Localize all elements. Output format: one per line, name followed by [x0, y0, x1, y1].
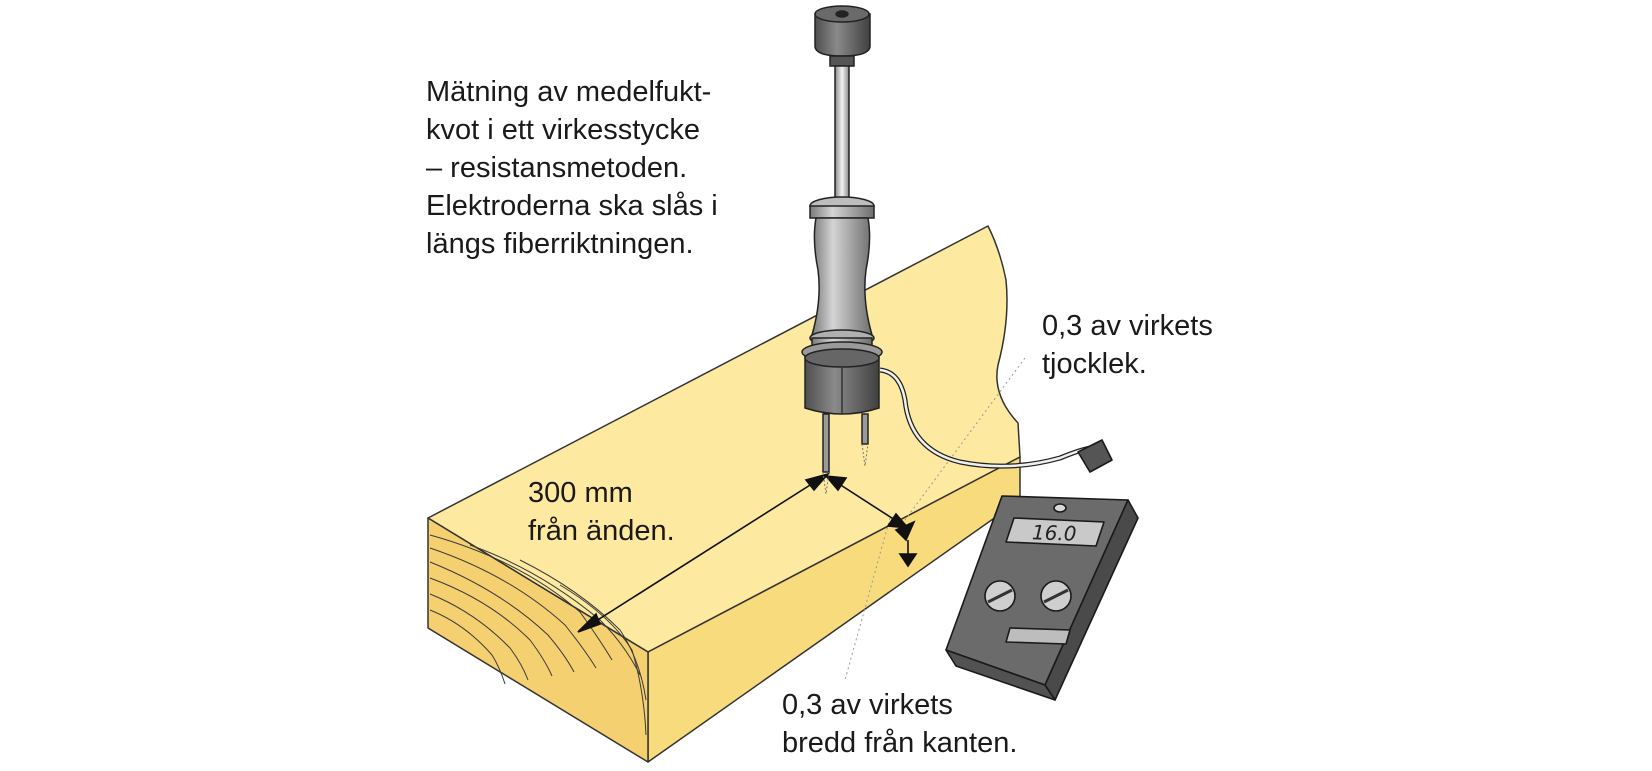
caption-text: Mätning av medelfukt- kvot i ett virkess… [426, 73, 718, 263]
meter-screen [1005, 517, 1105, 547]
end-grain-lines [429, 534, 647, 736]
meter-reading: 16.0 [1032, 520, 1077, 546]
thickness-label-line: 0,3 av virkets [1042, 310, 1213, 342]
width-label-line: bredd från kanten. [782, 727, 1018, 759]
meter-knob-left [984, 580, 1016, 612]
caption-line: Elektroderna ska slås i [426, 190, 718, 222]
meter-led [1053, 503, 1067, 513]
thickness-label-line: tjocklek. [1042, 348, 1147, 380]
length-label: 300 mm från änden. [528, 474, 675, 550]
meter-knob-right [1040, 580, 1072, 612]
arrowhead-left [577, 612, 602, 633]
wood-plank [427, 225, 1021, 763]
electrode-tips [822, 443, 869, 495]
caption-line: – resistansmetoden. [426, 152, 688, 184]
length-label-line: från änden. [528, 515, 675, 547]
meter-plate [1005, 627, 1071, 645]
probe-handle [811, 217, 873, 336]
thickness-label: 0,3 av virkets tjocklek. [1042, 307, 1213, 383]
arrowhead-right [804, 472, 831, 492]
caption-line: längs fiberriktningen. [426, 228, 694, 260]
moisture-probe [801, 5, 883, 473]
width-label: 0,3 av virkets bredd från kanten. [782, 686, 1017, 762]
moisture-meter [945, 439, 1139, 701]
length-dimension [577, 472, 831, 633]
reference-lines [844, 357, 1026, 681]
width-dimension [824, 475, 918, 568]
probe-rod [834, 65, 850, 207]
caption-line: Mätning av medelfukt- [426, 76, 712, 108]
width-label-line: 0,3 av virkets [782, 689, 953, 721]
length-label-line: 300 mm [528, 477, 633, 509]
caption-line: kvot i ett virkesstycke [426, 114, 700, 146]
